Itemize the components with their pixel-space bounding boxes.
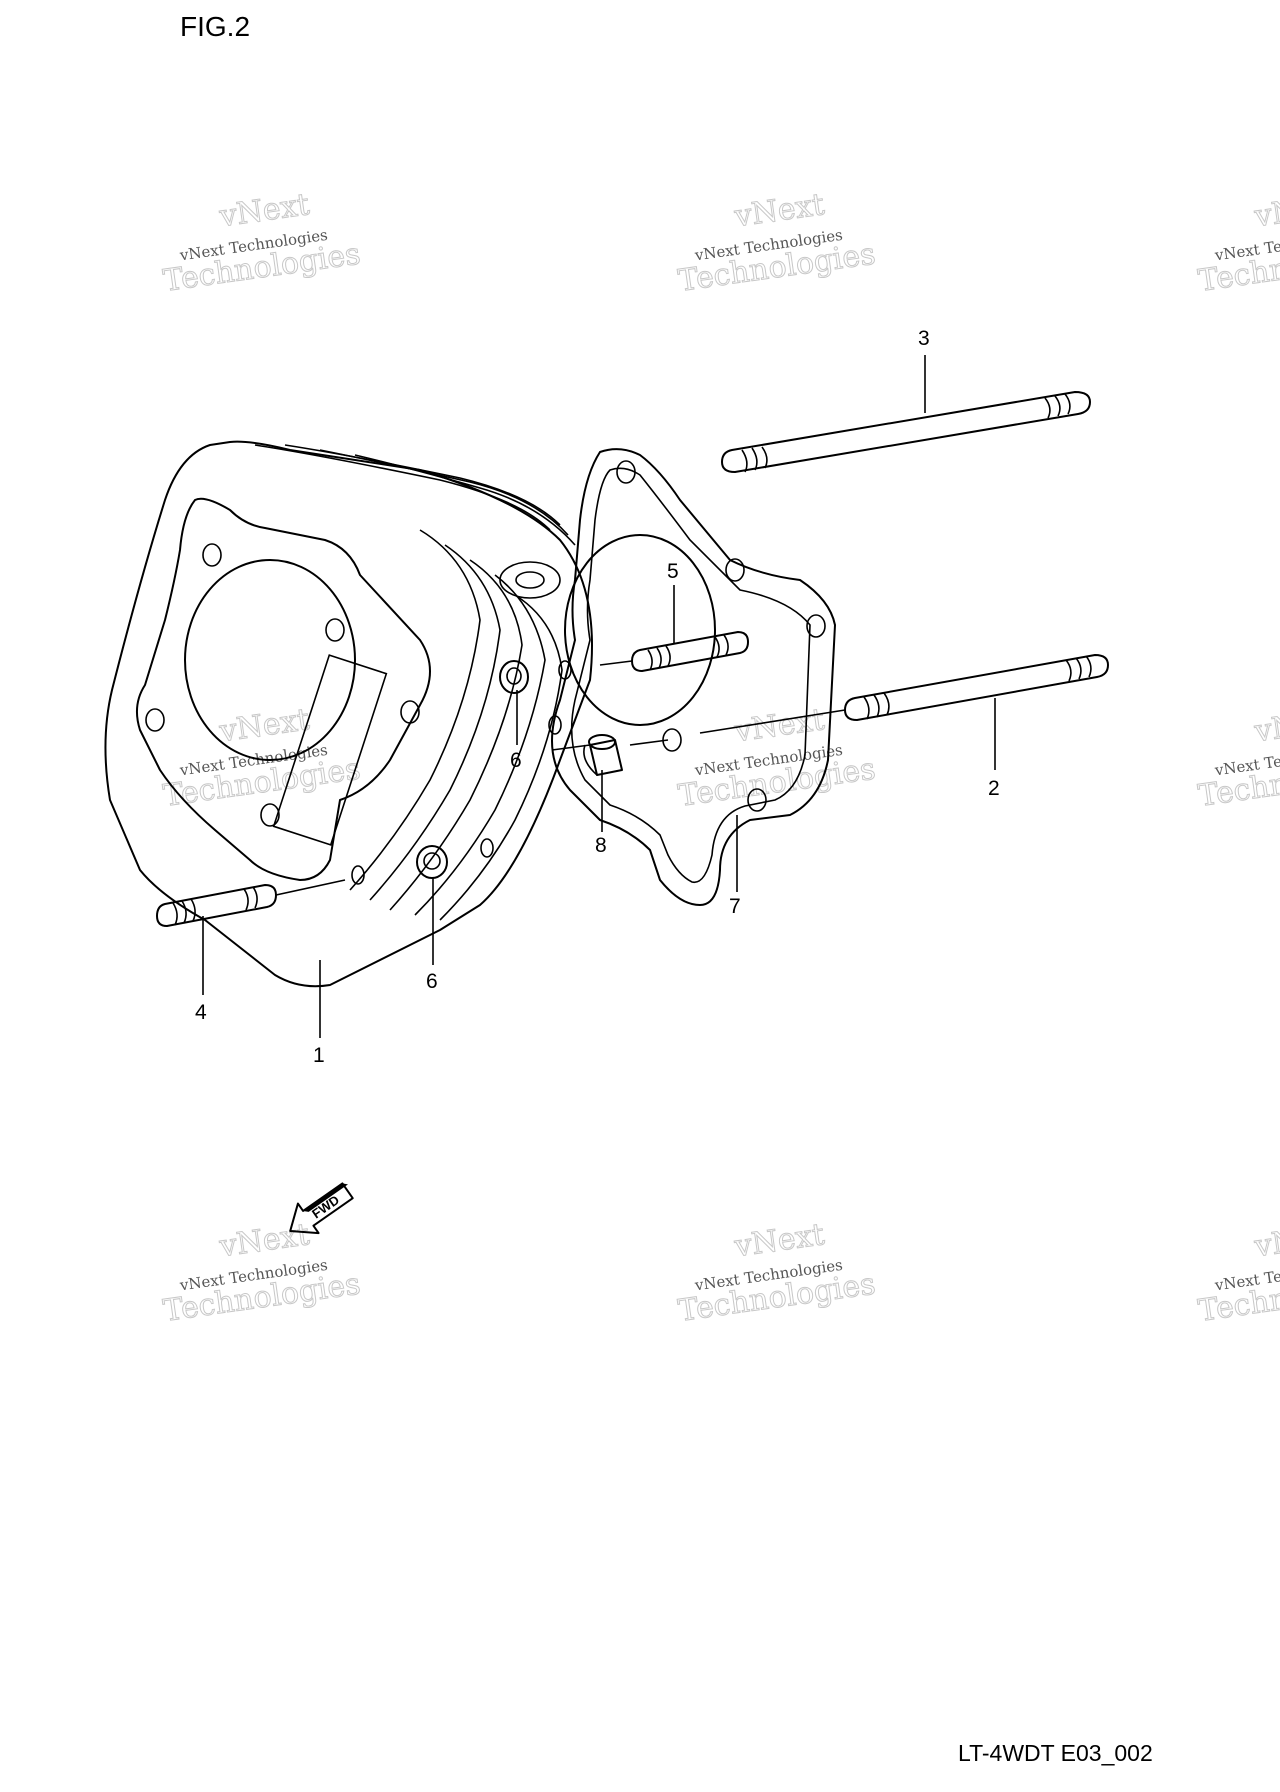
- part-gasket[interactable]: [551, 448, 836, 906]
- watermark-group: vNext vNext Technologies Technologies vN…: [161, 187, 1280, 1330]
- part-nut-upper[interactable]: [499, 660, 529, 694]
- part-stud-long-top[interactable]: [721, 391, 1091, 473]
- watermark: vNext vNext Technologies Technologies: [1196, 187, 1280, 300]
- watermark: vNext vNext Technologies Technologies: [1196, 702, 1280, 815]
- callouts: 1 2 3 4 5 6 6 7 8: [195, 327, 1000, 1067]
- svg-text:vNext: vNext: [1252, 1217, 1280, 1264]
- drawing-code: LT-4WDT E03_002: [958, 1740, 1153, 1766]
- leader-lines: [202, 355, 996, 1038]
- watermark: vNext vNext Technologies Technologies: [676, 187, 878, 300]
- watermark: vNext vNext Technologies Technologies: [1196, 1217, 1280, 1330]
- callout-2[interactable]: 2: [988, 777, 1000, 800]
- callout-6-lower[interactable]: 6: [426, 970, 438, 993]
- svg-text:vNext: vNext: [217, 187, 312, 234]
- part-nut-lower[interactable]: [416, 845, 448, 879]
- callout-8[interactable]: 8: [595, 834, 607, 857]
- assembly-lines: [275, 660, 846, 896]
- callout-4[interactable]: 4: [195, 1001, 207, 1024]
- svg-text:vNext: vNext: [217, 1217, 312, 1264]
- watermark: vNext vNext Technologies Technologies: [161, 702, 363, 815]
- part-stud-long-mid[interactable]: [844, 654, 1109, 721]
- figure-title: FIG.2: [180, 11, 250, 42]
- callout-3[interactable]: 3: [918, 327, 930, 350]
- callout-6-upper[interactable]: 6: [510, 749, 522, 772]
- part-stud-short[interactable]: [631, 631, 749, 672]
- callout-7[interactable]: 7: [729, 895, 741, 918]
- part-dowel-pin[interactable]: [583, 734, 623, 776]
- svg-text:vNext: vNext: [1252, 187, 1280, 234]
- watermark: vNext vNext Technologies Technologies: [161, 1217, 363, 1330]
- svg-text:vNext: vNext: [217, 702, 312, 749]
- callout-5[interactable]: 5: [667, 560, 679, 583]
- part-stud-left[interactable]: [156, 884, 277, 927]
- svg-text:vNext: vNext: [1252, 702, 1280, 749]
- svg-text:vNext: vNext: [732, 1217, 827, 1264]
- watermark: vNext vNext Technologies Technologies: [161, 187, 363, 300]
- part-cylinder[interactable]: [104, 440, 593, 988]
- svg-text:vNext: vNext: [732, 187, 827, 234]
- watermark: vNext vNext Technologies Technologies: [676, 1217, 878, 1330]
- callout-1[interactable]: 1: [313, 1044, 325, 1067]
